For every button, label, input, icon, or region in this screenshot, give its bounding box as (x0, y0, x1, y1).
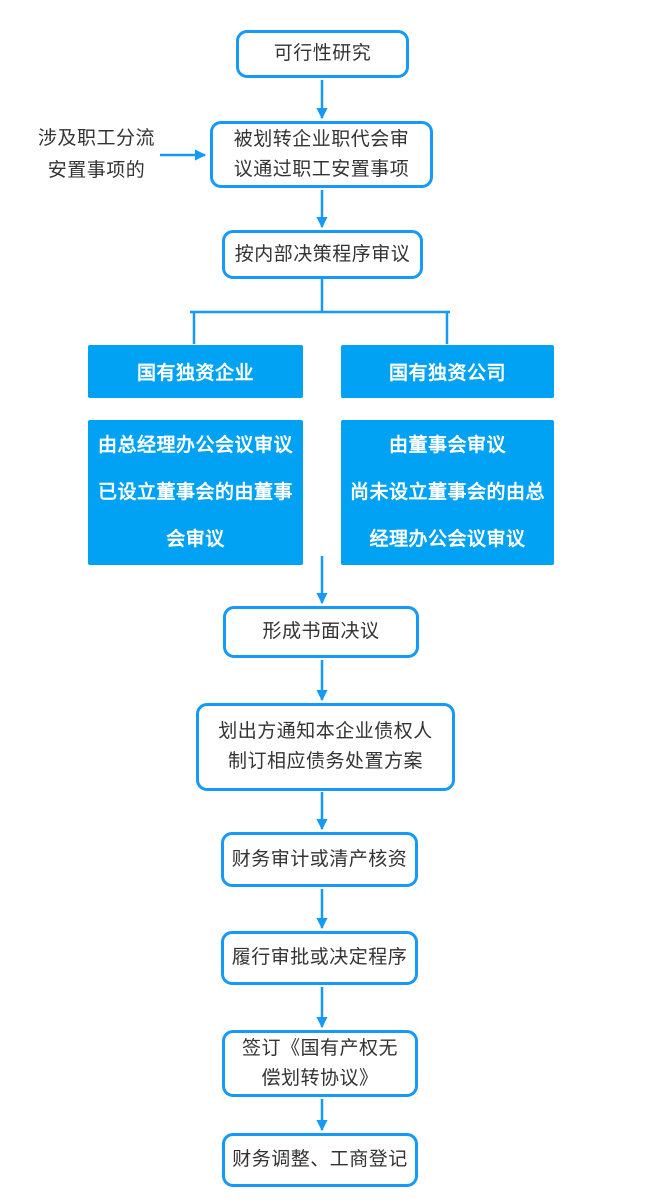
node-financial-adjustment-registration: 财务调整、工商登记 (222, 1133, 418, 1187)
node-notify-creditors: 划出方通知本企业债权人 制订相应债务处置方案 (196, 703, 455, 791)
node-financial-audit: 财务审计或清产核资 (221, 832, 418, 887)
node-feasibility-study: 可行性研究 (236, 30, 409, 78)
node-approval-procedure: 履行审批或决定程序 (221, 931, 418, 985)
node-soe-enterprise-header: 国有独资企业 (88, 345, 303, 398)
node-soe-company-review-rule: 由董事会审议 尚未设立董事会的由总 经理办公会议审议 (341, 420, 554, 565)
label-staff-resettlement-note: 涉及职工分流 安置事项的 (37, 128, 155, 181)
node-written-resolution: 形成书面决议 (223, 606, 419, 658)
node-internal-decision-procedure: 按内部决策程序审议 (222, 230, 423, 279)
node-soe-company-header: 国有独资公司 (341, 345, 554, 398)
node-sign-transfer-agreement: 签订《国有产权无 偿划转协议》 (222, 1030, 418, 1097)
node-workers-congress-review: 被划转企业职代会审 议通过职工安置事项 (210, 121, 433, 188)
node-soe-enterprise-review-rule: 由总经理办公会议审议 已设立董事会的由董事 会审议 (88, 420, 303, 565)
